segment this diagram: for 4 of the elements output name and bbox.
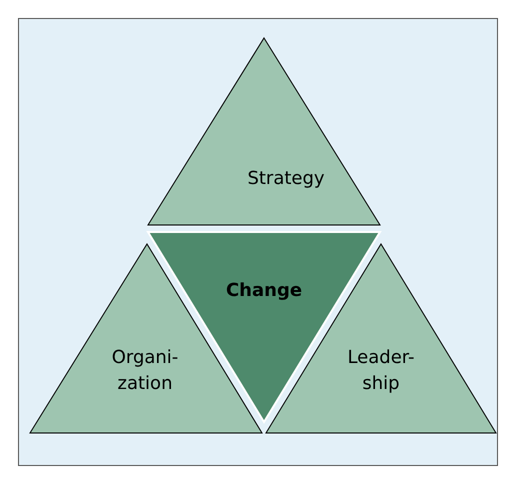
node-label: Organi- zation xyxy=(110,346,180,396)
node-label: Leader- ship xyxy=(346,346,416,396)
node-label: Strategy xyxy=(246,167,326,191)
node-label: Change xyxy=(224,279,304,303)
